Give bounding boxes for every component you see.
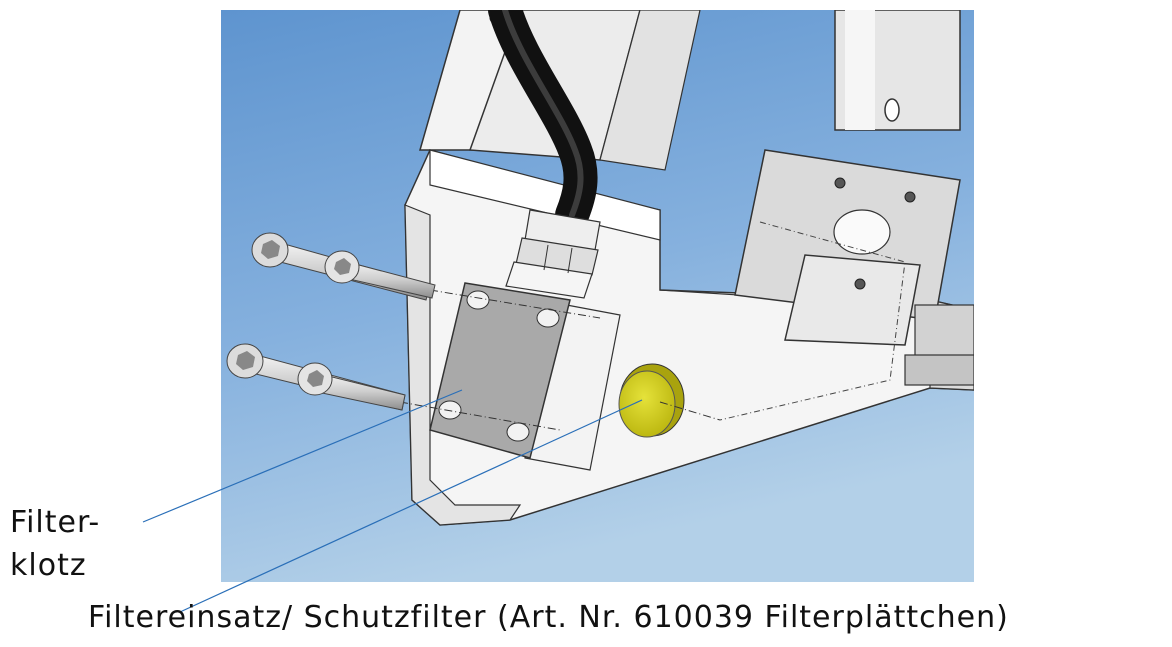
hole-icon <box>834 177 846 189</box>
label-filterklotz-line2: klotz <box>10 548 87 583</box>
cylinder <box>834 10 961 131</box>
filter-disc-icon <box>618 363 685 438</box>
hole-icon <box>466 290 490 310</box>
filter-block <box>429 282 621 471</box>
hex-socket-screw-icon <box>226 232 436 411</box>
leader-line-filterklotz <box>142 389 463 523</box>
label-filtereinsatz: Filtereinsatz/ Schutzfilter (Art. Nr. 61… <box>88 600 1009 635</box>
render-image <box>221 10 974 582</box>
hole-icon <box>536 308 560 328</box>
hose-fitting <box>505 209 601 299</box>
hole-icon <box>854 278 866 290</box>
hole-icon <box>506 422 530 442</box>
assembly-axes <box>399 289 721 431</box>
hole-icon <box>884 98 900 122</box>
hole-icon <box>438 400 462 420</box>
hole-icon <box>904 191 916 203</box>
mounting-bracket <box>719 149 974 421</box>
label-filterklotz-line1: Filter- <box>10 505 101 540</box>
leader-line-filtereinsatz <box>179 399 643 613</box>
